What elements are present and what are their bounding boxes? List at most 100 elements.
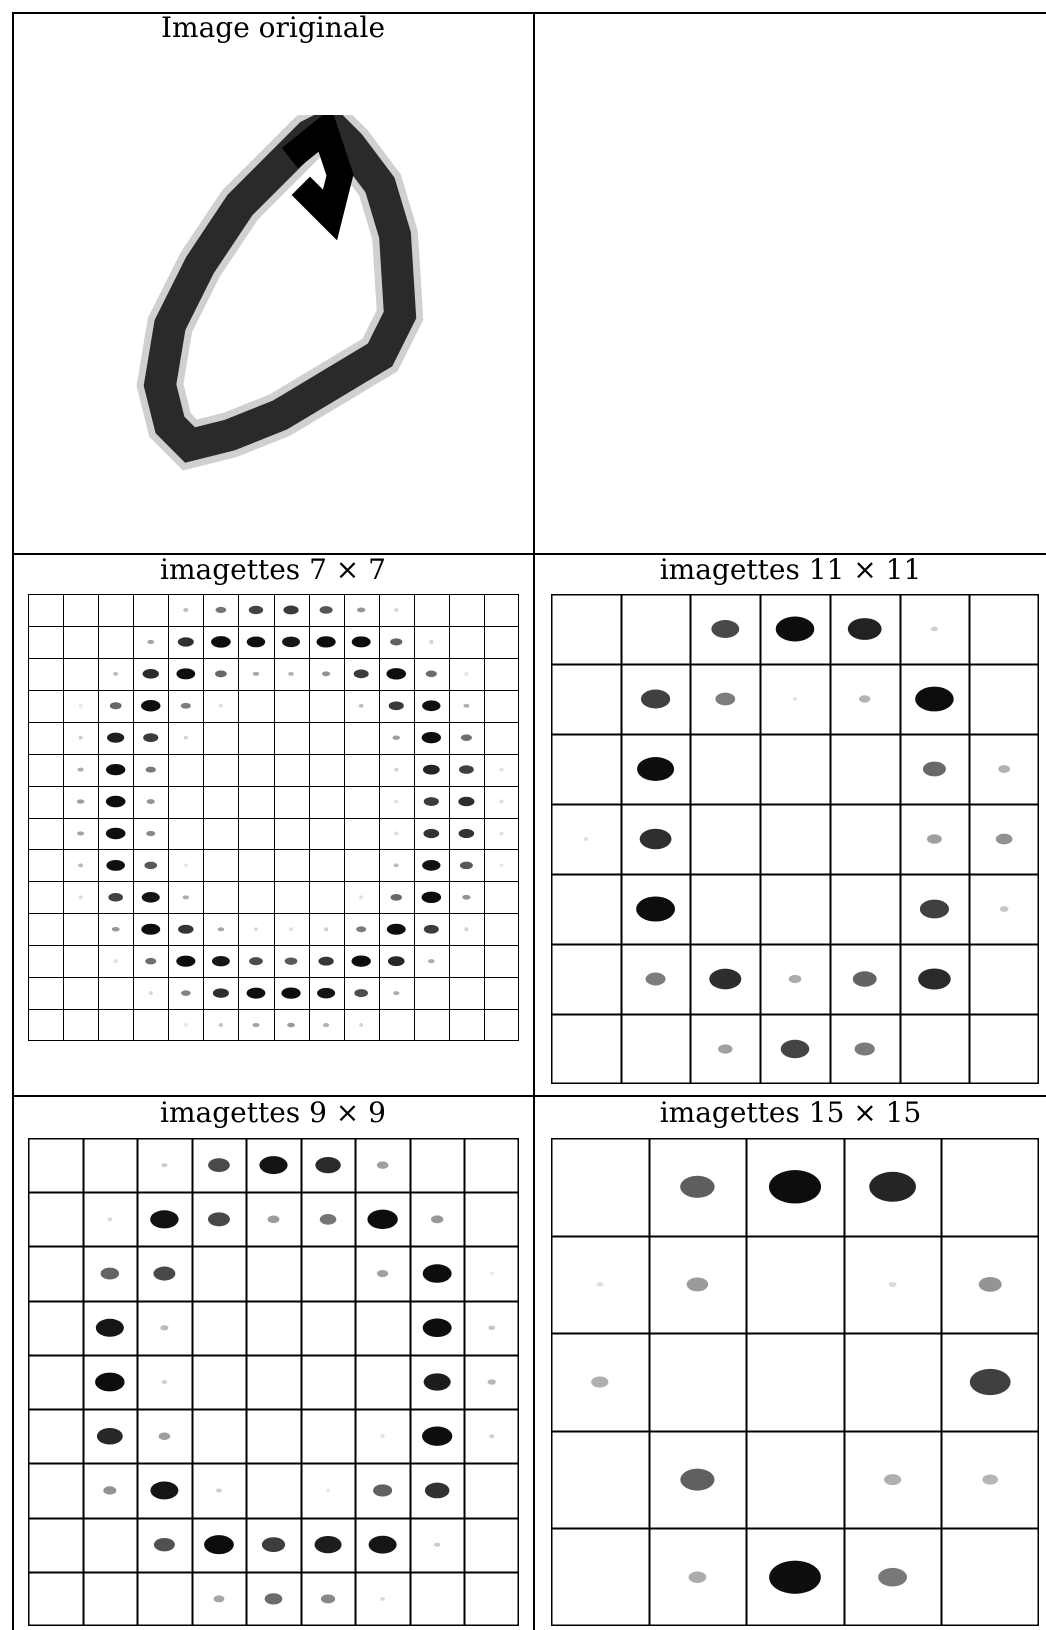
grid7-patch-12-7 bbox=[281, 987, 300, 998]
grid9-patch-2-2 bbox=[153, 1267, 175, 1281]
grid7-patch-12-9 bbox=[354, 989, 368, 997]
grid9-patch-0-3 bbox=[208, 1158, 230, 1172]
grid7-patch-8-11 bbox=[422, 860, 440, 871]
grid7-patch-8-12 bbox=[460, 862, 473, 870]
grid9-patch-1-4 bbox=[268, 1216, 280, 1224]
grid9-patch-3-1 bbox=[96, 1319, 124, 1337]
grid9-patch-3-8 bbox=[488, 1326, 495, 1330]
grid9-patch-4-2 bbox=[162, 1380, 168, 1384]
grid7-patch-6-10 bbox=[394, 800, 398, 804]
grid7-patch-11-5 bbox=[212, 956, 230, 966]
grid7-patch-2-12 bbox=[464, 672, 468, 676]
grid11-patch-1-5 bbox=[915, 687, 954, 712]
grid9-patch-4-1 bbox=[95, 1373, 125, 1392]
grid11-patch-0-3 bbox=[776, 617, 815, 642]
grid7-patch-5-1 bbox=[77, 768, 83, 772]
grid9-patch-6-7 bbox=[425, 1483, 450, 1499]
grid11-patch-5-5 bbox=[918, 968, 951, 989]
grid7-patch-5-3 bbox=[146, 767, 156, 773]
grid11-patch-6-2 bbox=[718, 1044, 732, 1053]
grid7-patch-0-7 bbox=[283, 606, 298, 615]
grid7-patch-12-6 bbox=[247, 988, 266, 999]
grid7-patch-0-4 bbox=[183, 608, 188, 612]
grid7-patch-6-11 bbox=[424, 797, 439, 806]
grid7-patch-8-10 bbox=[394, 863, 399, 867]
grid7-patch-13-9 bbox=[359, 1023, 363, 1027]
grid7-patch-4-11 bbox=[422, 732, 441, 743]
grid9-patch-2-7 bbox=[423, 1264, 452, 1282]
grid7-patch-8-4 bbox=[184, 863, 188, 867]
grid9-patch-5-6 bbox=[381, 1434, 385, 1438]
grid7-patch-6-12 bbox=[458, 797, 474, 806]
grid7-patch-3-5 bbox=[219, 704, 223, 708]
grid7-patch-11-3 bbox=[145, 958, 156, 965]
grid11-patch-2-6 bbox=[998, 765, 1010, 773]
grid11-patch-0-4 bbox=[848, 618, 882, 640]
grid7-patch-13-7 bbox=[287, 1023, 295, 1028]
grid7-patch-1-8 bbox=[317, 636, 336, 647]
grid7-patch-10-11 bbox=[424, 925, 439, 934]
grid7-patch-3-12 bbox=[463, 704, 469, 708]
grid7-patch-7-12 bbox=[459, 829, 475, 838]
grid11-patch-6-4 bbox=[855, 1042, 875, 1055]
grid7-patch-1-5 bbox=[211, 636, 231, 647]
grid7-patch-5-12 bbox=[459, 765, 474, 774]
grid9-panel bbox=[28, 1138, 519, 1626]
grid7-patch-3-1 bbox=[79, 704, 83, 708]
grid9-patch-8-5 bbox=[321, 1594, 335, 1603]
grid7-patch-7-2 bbox=[106, 828, 126, 839]
grid7-patch-12-10 bbox=[393, 991, 399, 995]
grid9-patch-0-6 bbox=[377, 1161, 389, 1168]
grid7-patch-9-2 bbox=[108, 893, 123, 902]
grid11-panel bbox=[551, 594, 1039, 1084]
grid11-patch-4-5 bbox=[920, 900, 949, 919]
grid7-patch-9-9 bbox=[359, 895, 363, 899]
grid11-patch-3-0 bbox=[584, 837, 589, 841]
grid7-patch-3-4 bbox=[181, 703, 191, 709]
grid9-patch-6-2 bbox=[150, 1482, 178, 1500]
grid9-patch-7-3 bbox=[204, 1535, 234, 1554]
grid15-patch-0-3 bbox=[869, 1172, 916, 1202]
grid9-patch-5-1 bbox=[97, 1428, 123, 1445]
grid9-patch-2-1 bbox=[101, 1268, 120, 1280]
grid15-patch-3-3 bbox=[884, 1474, 901, 1485]
grid7-patch-5-2 bbox=[106, 764, 125, 775]
title-original: Image originale bbox=[13, 14, 533, 42]
grid15-patch-2-4 bbox=[970, 1369, 1011, 1395]
grid7-panel bbox=[28, 594, 519, 1041]
grid7-patch-1-6 bbox=[247, 636, 266, 647]
grid7-patch-9-11 bbox=[422, 892, 442, 903]
grid7-patch-5-10 bbox=[394, 768, 398, 772]
grid7-patch-12-3 bbox=[149, 991, 153, 995]
grid7-patch-11-6 bbox=[249, 957, 263, 965]
grid11-patch-0-2 bbox=[711, 620, 739, 638]
title-grid9: imagettes 9 × 9 bbox=[13, 1099, 533, 1127]
title-grid15: imagettes 15 × 15 bbox=[535, 1099, 1046, 1127]
grid7-patch-12-5 bbox=[213, 988, 229, 997]
grid7-patch-12-8 bbox=[317, 988, 335, 999]
grid9-patch-6-5 bbox=[326, 1488, 330, 1492]
grid7-patch-2-9 bbox=[354, 669, 369, 678]
grid7-patch-10-12 bbox=[464, 927, 468, 931]
grid7-patch-3-2 bbox=[110, 702, 122, 709]
grid7-patch-2-7 bbox=[288, 672, 294, 676]
title-grid11: imagettes 11 × 11 bbox=[535, 556, 1046, 584]
grid7-patch-7-1 bbox=[77, 831, 84, 835]
grid9-patch-1-7 bbox=[431, 1215, 443, 1223]
grid7-patch-11-9 bbox=[352, 956, 371, 967]
grid11-patch-1-1 bbox=[641, 690, 670, 709]
grid9-svg bbox=[28, 1138, 519, 1626]
grid11-patch-3-1 bbox=[640, 829, 672, 850]
grid7-patch-0-5 bbox=[216, 607, 227, 613]
grid15-patch-3-4 bbox=[982, 1475, 998, 1485]
grid7-patch-7-11 bbox=[423, 829, 439, 838]
grid11-patch-5-3 bbox=[789, 975, 802, 983]
grid7-patch-4-10 bbox=[393, 735, 400, 739]
grid7-patch-7-3 bbox=[146, 831, 155, 836]
grid9-patch-1-5 bbox=[320, 1214, 337, 1225]
grid7-patch-8-13 bbox=[499, 863, 503, 867]
grid7-patch-2-3 bbox=[143, 669, 159, 679]
grid11-patch-3-6 bbox=[996, 834, 1013, 845]
grid15-panel bbox=[551, 1138, 1039, 1626]
title-grid7: imagettes 7 × 7 bbox=[13, 556, 533, 584]
